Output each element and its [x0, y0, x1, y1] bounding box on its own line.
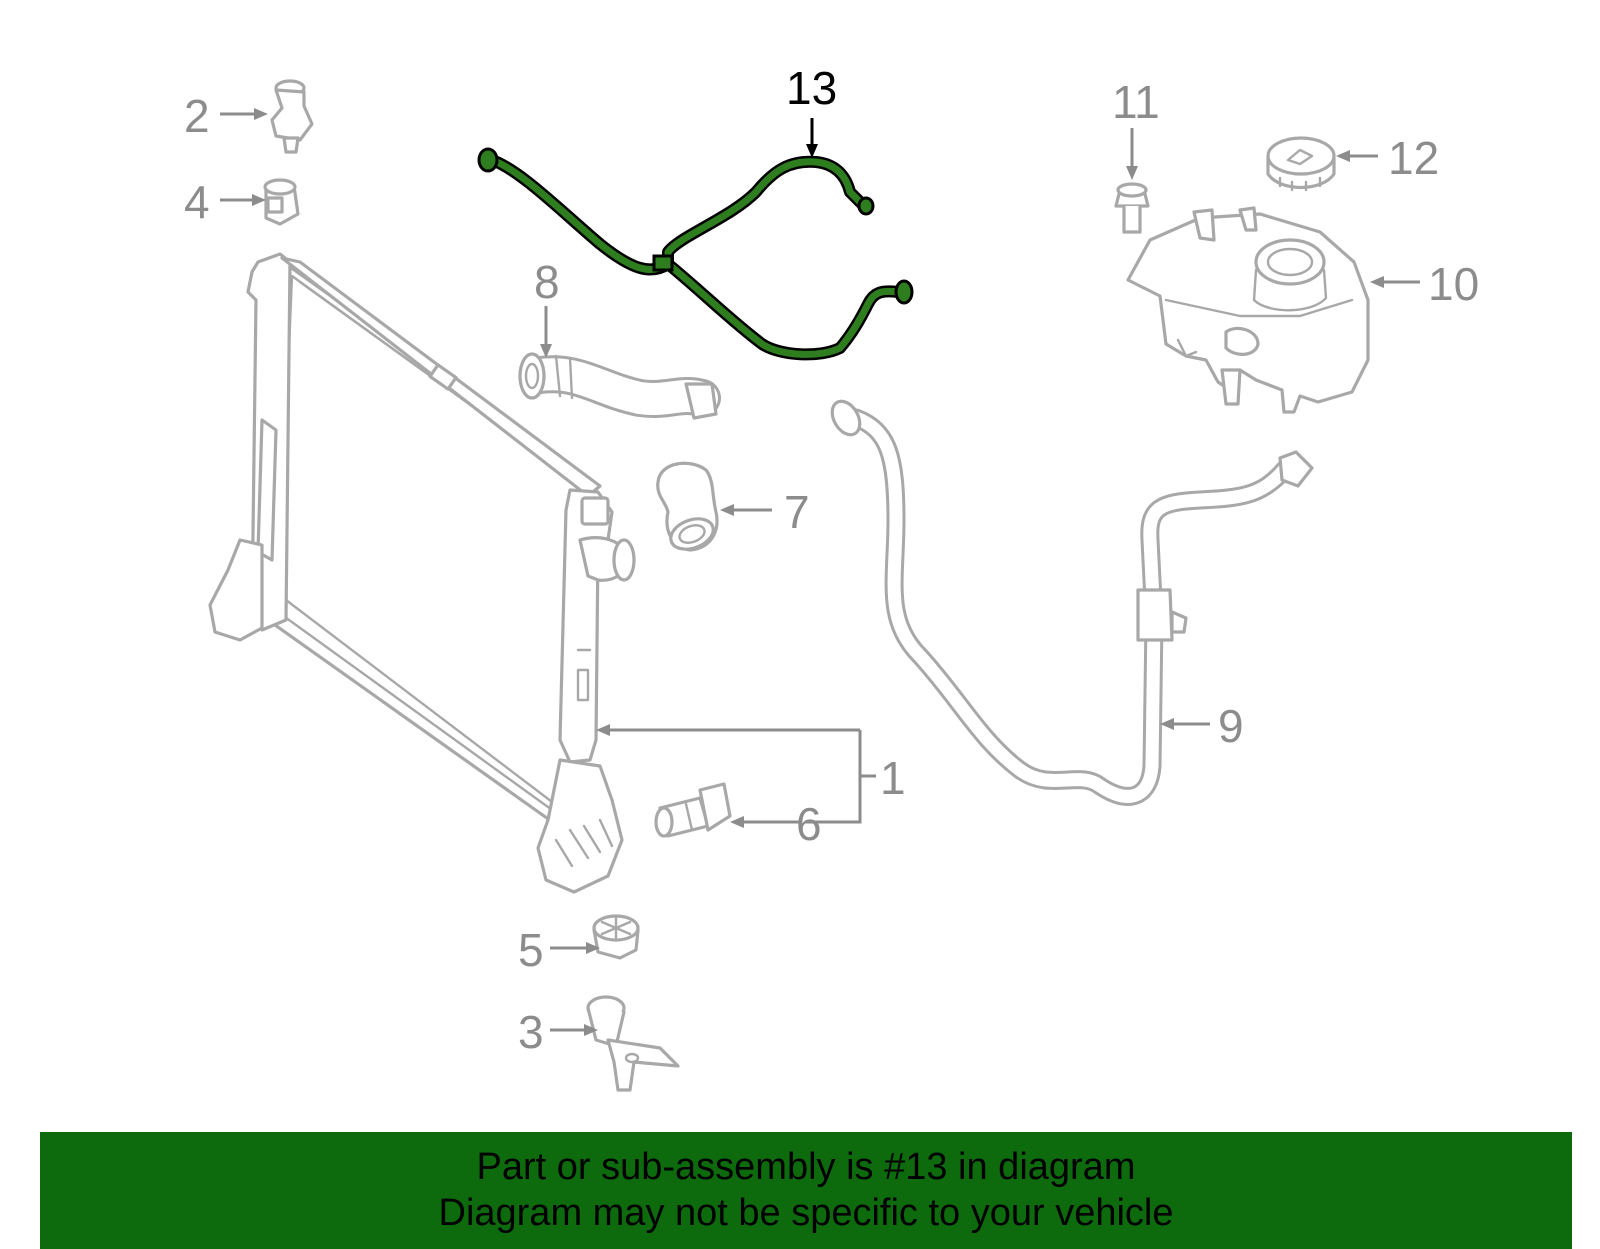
- clip-part-2: [270, 79, 314, 154]
- sensor-part-6: [654, 782, 732, 838]
- callout-1: 1: [880, 752, 906, 804]
- notice-banner: Part or sub-assembly is #13 in diagram D…: [40, 1132, 1572, 1249]
- cap-part-5: [592, 914, 640, 960]
- parts-diagram: 1 2 3 4 5 6 7 8 9 10 11 12 13: [184, 62, 1479, 1092]
- callout-12: 12: [1388, 132, 1439, 184]
- callout-13: 13: [786, 62, 837, 114]
- bolt-part-11: [1114, 182, 1150, 234]
- elbow-hose-part-7: [656, 461, 719, 552]
- banner-line-disclaimer: Diagram may not be specific to your vehi…: [438, 1192, 1174, 1234]
- callout-11: 11: [1112, 76, 1160, 128]
- expansion-tank-part-10: [1126, 206, 1370, 414]
- callout-8: 8: [534, 256, 560, 308]
- banner-line-part-number: Part or sub-assembly is #13 in diagram: [476, 1146, 1136, 1188]
- callout-5: 5: [518, 924, 544, 976]
- callout-labels: 1 2 3 4 5 6 7 8 9 10 11 12 13: [184, 62, 1479, 1058]
- grommet-part-4: [263, 178, 300, 226]
- callout-4: 4: [184, 176, 210, 228]
- callout-6: 6: [796, 798, 822, 850]
- radiator-part-1: [208, 252, 636, 894]
- upper-hose-part-8: [518, 352, 721, 420]
- callout-10: 10: [1428, 258, 1479, 310]
- callout-9: 9: [1218, 700, 1244, 752]
- callout-3: 3: [518, 1006, 544, 1058]
- highlighted-hose-part-13: [477, 147, 914, 361]
- lower-hose-part-9: [830, 399, 1314, 806]
- callout-7: 7: [784, 486, 810, 538]
- bracket-part-3: [586, 995, 680, 1092]
- leader-lines: [220, 108, 1420, 1036]
- filler-cap-part-12: [1266, 136, 1336, 192]
- callout-2: 2: [184, 90, 210, 142]
